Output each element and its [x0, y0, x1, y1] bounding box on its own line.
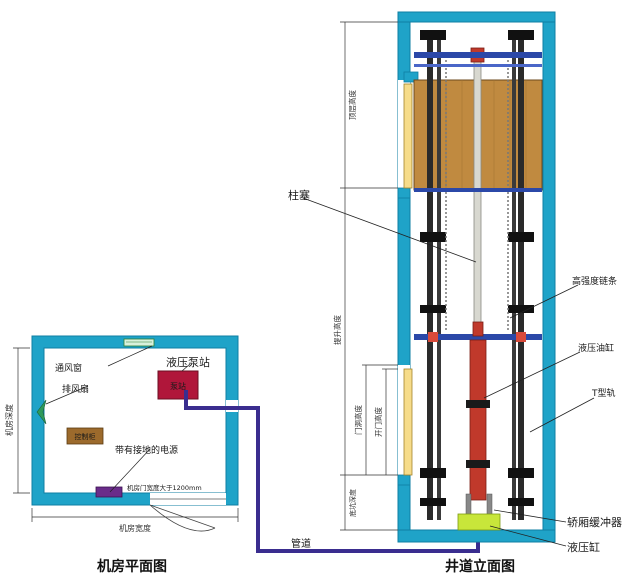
machine-room-plan: 泵站 控制柜 通风窗 排风扇 液压泵站 带有接地的电源 机房门宽度大于1200m… [4, 335, 239, 575]
hoistway-pit-floor [397, 529, 556, 543]
t-rail-left-inner [437, 30, 441, 520]
hoistway-elevation: 柱塞 高强度链条 液压油缸 T型轨 轿厢缓冲器 液压缸 顶层高度 提升高度 门洞… [288, 11, 622, 575]
pump-box-label: 泵站 [170, 381, 186, 391]
lower-landing-door [403, 368, 413, 476]
exhaust-fan-label: 排风扇 [62, 383, 89, 395]
top-crosshead [414, 52, 542, 58]
buffer-label: 轿厢缓冲器 [567, 515, 622, 529]
control-cabinet-label: 控制柜 [75, 432, 96, 441]
vent-window-label: 通风窗 [55, 362, 82, 374]
plunger-label: 柱塞 [288, 188, 310, 202]
cylinder-label: 液压油缸 [578, 342, 614, 354]
hydraulic-cylinder [469, 339, 487, 501]
machine-room-title: 机房平面图 [97, 558, 167, 575]
upper-landing-door [403, 83, 413, 189]
power-supply-label: 带有接地的电源 [115, 444, 178, 456]
hydraulic-cylinder-base [457, 513, 501, 531]
cylinder-crosshead [414, 334, 542, 340]
room-width-label: 机房宽度 [119, 523, 151, 533]
pipe-label: 管道 [291, 537, 311, 550]
power-supply-box [95, 486, 123, 498]
control-cabinet [66, 427, 104, 445]
pump-station-label: 液压泵站 [166, 355, 210, 369]
pump-station-box [157, 370, 199, 400]
exhaust-fan-icon [36, 399, 47, 425]
door-height-label: 开门高度 [373, 407, 383, 437]
room-depth-label: 机房深度 [4, 404, 14, 436]
door-opening-height-label: 门洞高度 [353, 405, 363, 435]
hoistway-title: 井道立面图 [445, 558, 515, 575]
top-height-label: 顶层高度 [347, 90, 357, 120]
car-floor-beam [414, 188, 542, 192]
hoistway-right-wall [542, 11, 556, 543]
door-width-label: 机房门宽度大于1200mm [127, 483, 202, 492]
hydraulic-base-label: 液压缸 [567, 540, 600, 554]
t-rail-right-outer [518, 30, 524, 520]
travel-height-label: 提升高度 [332, 315, 342, 345]
vent-window [123, 338, 155, 347]
pit-depth-label: 底坑深度 [348, 489, 357, 517]
t-rail-right-inner [512, 30, 516, 520]
hydraulic-pipe [184, 390, 480, 553]
plunger [473, 59, 482, 331]
door-swing-arc [149, 504, 216, 532]
chain-label: 高强度链条 [572, 275, 617, 287]
hoistway-top-wall [397, 11, 556, 23]
t-rail-label: T型轨 [591, 387, 616, 399]
t-rail-left-outer [427, 30, 433, 520]
car-buffer [486, 493, 493, 517]
